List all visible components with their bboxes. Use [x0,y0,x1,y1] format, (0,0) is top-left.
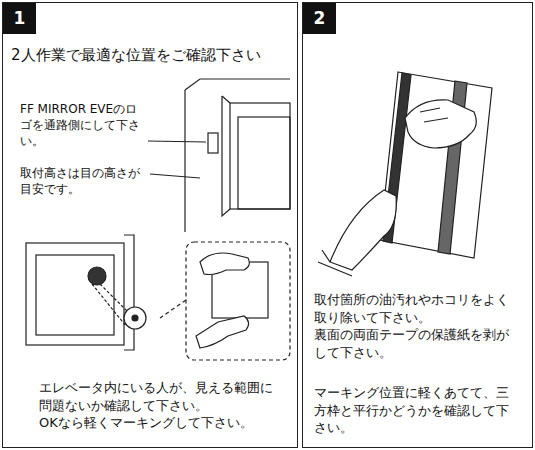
door-jamb-top [222,96,230,103]
instruction-text: 取付箇所の油汚れやホコリをよく取り除いて下さい。 [314,291,514,326]
mirror-spot [124,307,146,329]
callout-number: 1 [14,7,26,30]
instruction-text: OKなら軽くマーキングして下さい。 [39,414,279,432]
hand [330,190,396,270]
viewer-head [88,267,106,285]
step-panel: 2人作業で最適な位置をご確認下さいエレベータ内にいる人が、見える範囲に問題ないか… [2,2,298,448]
instruction-text: 裏面の両面テープの保護紙を剥がして下さい。 [314,326,514,361]
door-opening [238,117,290,209]
wall-outline [185,79,290,90]
leader-line [148,141,206,142]
door-opening [36,255,114,335]
sight-line [92,284,128,326]
callout-number: 2 [314,7,326,30]
hand [196,316,249,348]
step-title: 2人作業で最適な位置をご確認下さい [11,45,293,65]
door-frame [230,103,290,209]
mirror [380,72,492,258]
instruction-text: エレベータ内にいる人が、見える範囲に問題ないか確認して下さい。 [39,379,279,414]
wall-edge [124,235,134,350]
detail-frame [186,242,290,360]
wall-edge [184,90,185,232]
mirror-dot [132,315,138,321]
instruction-text: マーキング位置に軽くあてて、三方枠と平行かどうかを確認して下さい。 [314,384,514,437]
finger-line [420,108,448,122]
door-jamb [222,96,230,216]
leader-line [150,174,200,178]
hand [405,100,476,148]
step-number: 2 [303,3,336,34]
callout-label: 取付高さは目の高さが目安です。 [20,166,148,198]
step-number: 1 [3,3,36,34]
step-panel: 取付箇所の油汚れやホコリをよく取り除いて下さい。裏面の両面テープの保護紙を剥がし… [302,2,533,448]
callout-label: FF MIRROR EVEのロゴを通路側にして下さい。 [20,102,144,150]
hand [200,253,249,275]
mirror [208,133,218,153]
sleeve-line [318,250,352,276]
detail-leader [160,300,186,318]
door-frame [26,243,124,345]
